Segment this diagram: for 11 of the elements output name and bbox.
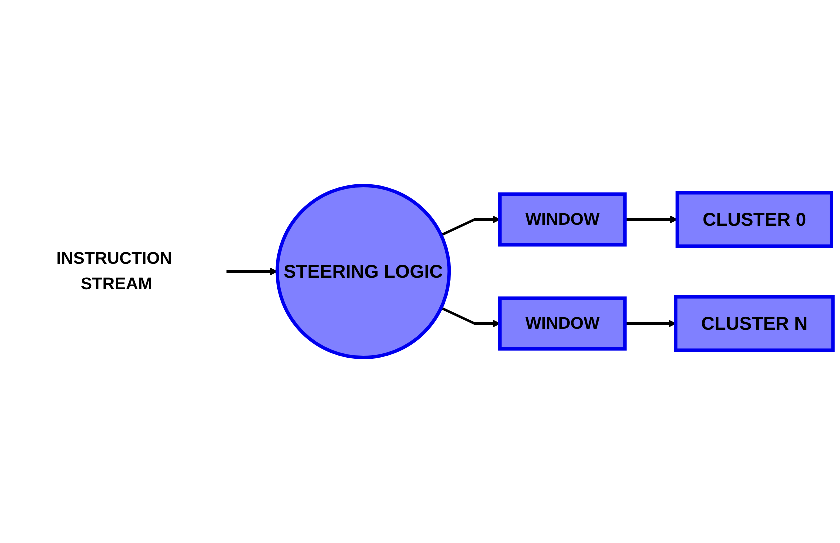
node-box: CLUSTER N: [674, 295, 835, 352]
arrow: [440, 306, 501, 328]
node-box: WINDOW: [498, 192, 627, 247]
node-box: WINDOW: [498, 296, 627, 351]
arrow: [226, 268, 278, 276]
node-circle: STEERING LOGIC: [276, 184, 452, 360]
arrow: [625, 216, 678, 224]
node-box: CLUSTER 0: [676, 191, 834, 248]
arrow: [625, 320, 676, 328]
node-text: INSTRUCTION STREAM: [56, 249, 172, 294]
arrow: [440, 216, 501, 236]
